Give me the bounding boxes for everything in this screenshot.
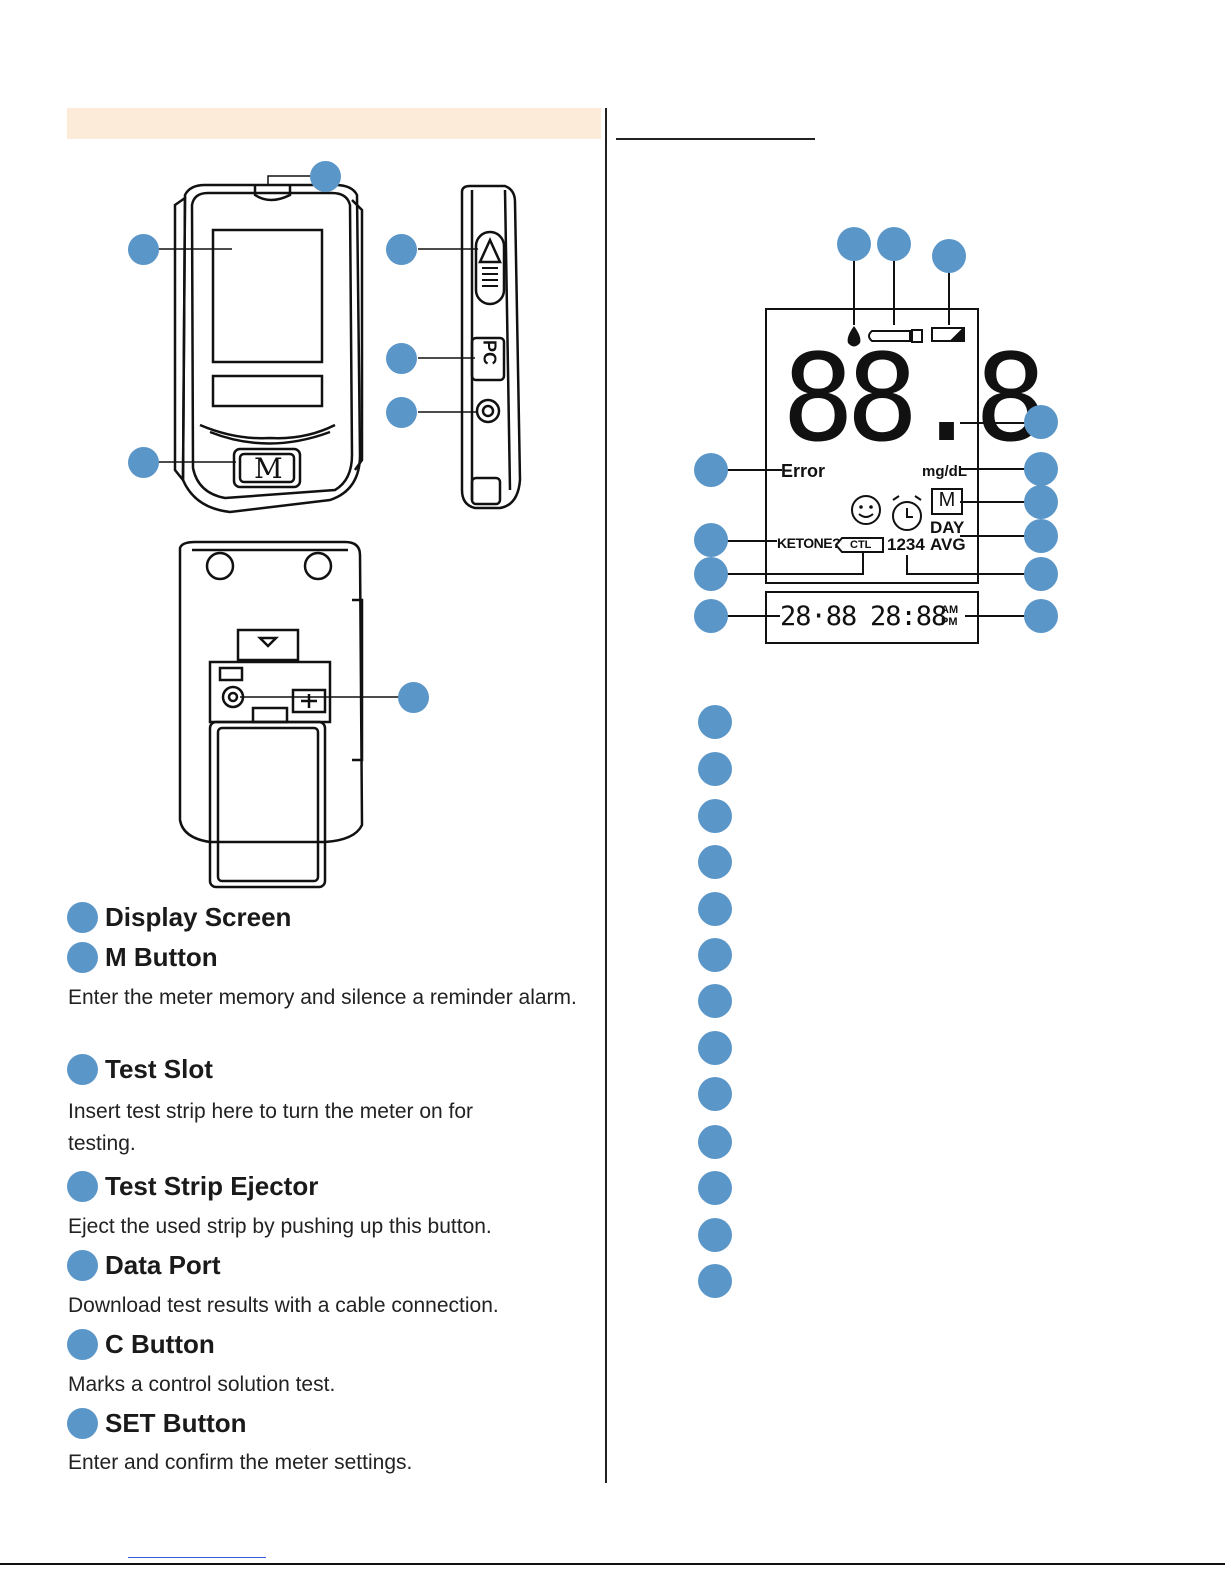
column-divider <box>605 108 607 1483</box>
lcd-ketone: KETONE? <box>777 535 841 551</box>
legend-dot-13 <box>698 1264 732 1298</box>
pc-port-label: PC <box>479 339 500 365</box>
lcd-main-digits: 88.8 <box>782 330 1047 469</box>
callout-set-button <box>398 682 429 713</box>
footer-rule <box>0 1563 1225 1565</box>
legend-dot-3 <box>698 799 732 833</box>
callout-lcd-ketone <box>694 523 728 557</box>
right-header-underline <box>616 138 815 140</box>
lcd-error: Error <box>781 461 826 481</box>
heading-test-slot: Test Slot <box>105 1054 213 1084</box>
callout-lcd-battery <box>932 239 966 273</box>
callout-data-port <box>386 343 417 374</box>
lcd-ctl: CTL <box>850 539 872 551</box>
callout-m-button <box>128 447 159 478</box>
callout-lcd-ctl <box>694 557 728 591</box>
legend-dot-9 <box>698 1077 732 1111</box>
legend-dot-5 <box>698 892 732 926</box>
lcd-day: DAY <box>930 518 965 537</box>
meter-front-view <box>173 183 364 514</box>
legend-dot-1 <box>698 705 732 739</box>
callout-lcd-date <box>694 599 728 633</box>
callout-display-screen <box>128 234 159 265</box>
section-dot-m-button <box>67 942 98 973</box>
legend-dot-10 <box>698 1125 732 1159</box>
heading-c-button: C Button <box>105 1329 215 1359</box>
legend-dot-12 <box>698 1218 732 1252</box>
callout-lcd-unit <box>1024 452 1058 486</box>
legend-dot-11 <box>698 1171 732 1205</box>
callout-lcd-alarm <box>1024 557 1058 591</box>
callout-lcd-memory <box>1024 485 1058 519</box>
section-header-bar <box>67 108 601 139</box>
callout-lcd-result <box>1024 405 1058 439</box>
m-key-label: M <box>254 452 283 485</box>
heading-data-port: Data Port <box>105 1250 221 1280</box>
callout-c-button <box>386 397 417 428</box>
desc-ejector: Eject the used strip by pushing up this … <box>68 1215 492 1238</box>
callout-lcd-blood-drop <box>837 227 871 261</box>
callout-lcd-day-avg <box>1024 519 1058 553</box>
lcd-count: 1234 <box>887 535 925 554</box>
desc-m-button: Enter the meter memory and silence a rem… <box>68 986 577 1009</box>
section-dot-ejector <box>67 1171 98 1202</box>
meter-side-view <box>460 184 522 510</box>
heading-display-screen: Display Screen <box>105 902 292 932</box>
lcd-unit: mg/dL <box>922 463 967 480</box>
lcd-time: 28:88 <box>870 601 947 632</box>
lcd-memory-icon: M <box>938 489 956 511</box>
callout-lcd-strip <box>877 227 911 261</box>
section-dot-c-button <box>67 1329 98 1360</box>
heading-ejector: Test Strip Ejector <box>105 1171 319 1201</box>
desc-data-port: Download test results with a cable conne… <box>68 1294 499 1317</box>
desc-test-slot: Insert test strip here to turn the meter… <box>68 1100 474 1155</box>
section-dot-set-button <box>67 1408 98 1439</box>
lcd-avg: AVG <box>930 535 966 554</box>
footer-link-underline <box>128 1557 266 1558</box>
legend-dot-6 <box>698 938 732 972</box>
desc-c-button: Marks a control solution test. <box>68 1373 336 1396</box>
lcd-am: AM <box>941 604 959 616</box>
legend-dot-4 <box>698 845 732 879</box>
section-dot-display <box>67 902 98 933</box>
section-dot-data-port <box>67 1250 98 1281</box>
heading-m-button: M Button <box>105 942 218 972</box>
meter-back-view <box>178 540 364 889</box>
callout-lcd-error <box>694 453 728 487</box>
legend-dot-2 <box>698 752 732 786</box>
lcd-date: 28·88 <box>780 601 857 632</box>
section-dot-test-slot <box>67 1054 98 1085</box>
legend-dot-7 <box>698 984 732 1018</box>
heading-set-button: SET Button <box>105 1408 247 1438</box>
callout-lcd-time <box>1024 599 1058 633</box>
legend-dot-8 <box>698 1031 732 1065</box>
desc-set-button: Enter and confirm the meter settings. <box>68 1451 413 1474</box>
callout-test-slot <box>310 161 341 192</box>
lcd-pm: PM <box>941 616 958 628</box>
callout-ejector <box>386 234 417 265</box>
